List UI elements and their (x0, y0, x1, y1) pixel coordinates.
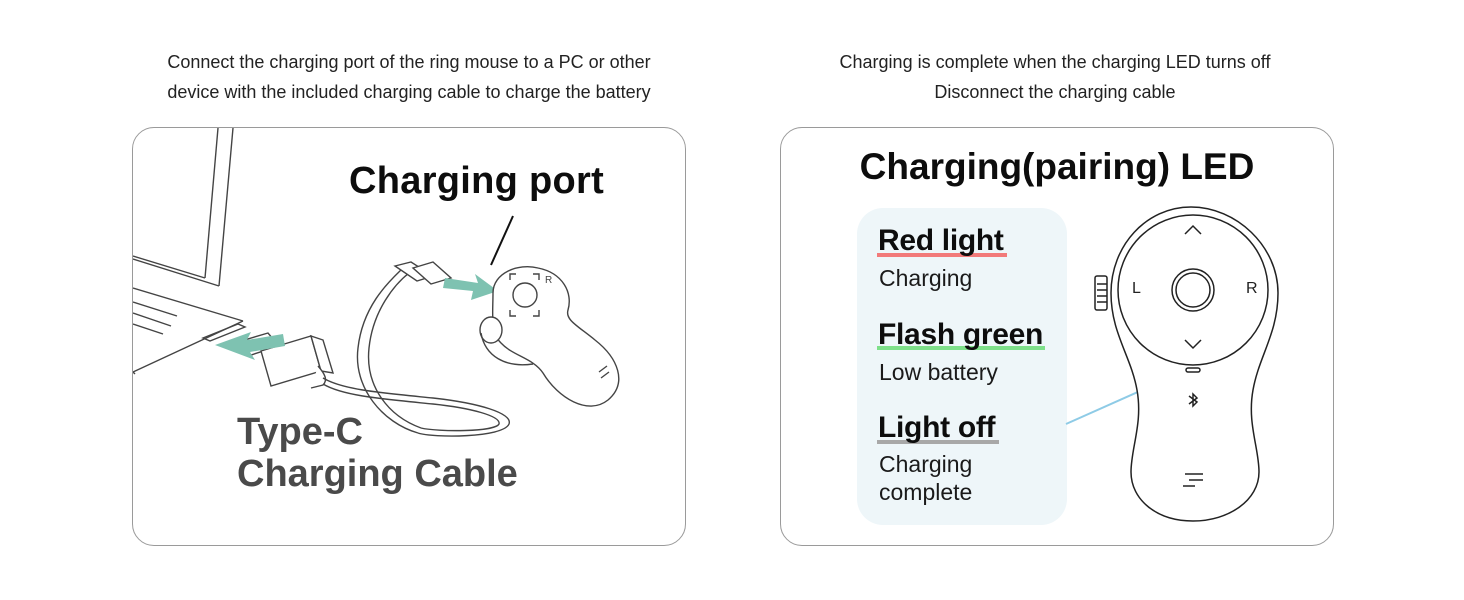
left-caption: Connect the charging port of the ring mo… (133, 47, 685, 107)
cable-label: Type-C Charging Cable (237, 411, 518, 495)
cable-label-line1: Type-C (237, 411, 363, 453)
led-indicator (1185, 367, 1201, 373)
led-title: Charging(pairing) LED (859, 146, 1255, 187)
device-illustration (1065, 206, 1279, 522)
usbc-plug (393, 261, 453, 285)
status-box (857, 208, 1067, 525)
right-button-label: R (1246, 280, 1258, 297)
cable-label-line2: Charging Cable (237, 453, 518, 495)
chevron-up-icon (1184, 224, 1202, 235)
left-caption-line2: device with the included charging cable … (167, 82, 651, 102)
status-desc-low-battery: Low battery (879, 359, 998, 385)
charging-illustration: R (133, 128, 620, 437)
left-caption-line1: Connect the charging port of the ring mo… (167, 52, 651, 72)
ring-mouse-illustration (479, 266, 620, 407)
laptop-illustration (133, 128, 247, 375)
scroll-wheel (1094, 275, 1108, 311)
status-desc-line2: complete (879, 479, 973, 505)
left-button-label: L (1132, 280, 1141, 297)
chevron-down-icon (1184, 339, 1202, 350)
status-desc-charging: Charging (879, 265, 973, 291)
center-button-inner (1175, 272, 1211, 308)
light-off-underline (877, 440, 999, 444)
arrow-icon (215, 332, 285, 360)
charging-connection-panel: R Charging port Type-C Charging Cable (132, 127, 686, 546)
status-name-red-light: Red light (878, 224, 1004, 257)
right-caption-line2: Disconnect the charging cable (934, 82, 1176, 102)
status-desc-charging-complete: Charging complete (879, 450, 972, 506)
led-status-panel: Charging(pairing) LED Red light Charging… (780, 127, 1334, 546)
status-name-light-off: Light off (878, 411, 996, 444)
r-button-label: R (545, 275, 552, 286)
cable (322, 267, 510, 437)
right-caption: Charging is complete when the charging L… (780, 47, 1330, 107)
right-caption-line1: Charging is complete when the charging L… (839, 52, 1271, 72)
bluetooth-icon (1188, 392, 1199, 408)
charging-port-label: Charging port (349, 160, 605, 202)
status-desc-line1: Charging (879, 451, 973, 477)
red-light-underline (877, 253, 1007, 257)
arrow-icon (443, 274, 498, 300)
flash-green-underline (877, 346, 1045, 350)
status-name-flash-green: Flash green (878, 318, 1044, 351)
